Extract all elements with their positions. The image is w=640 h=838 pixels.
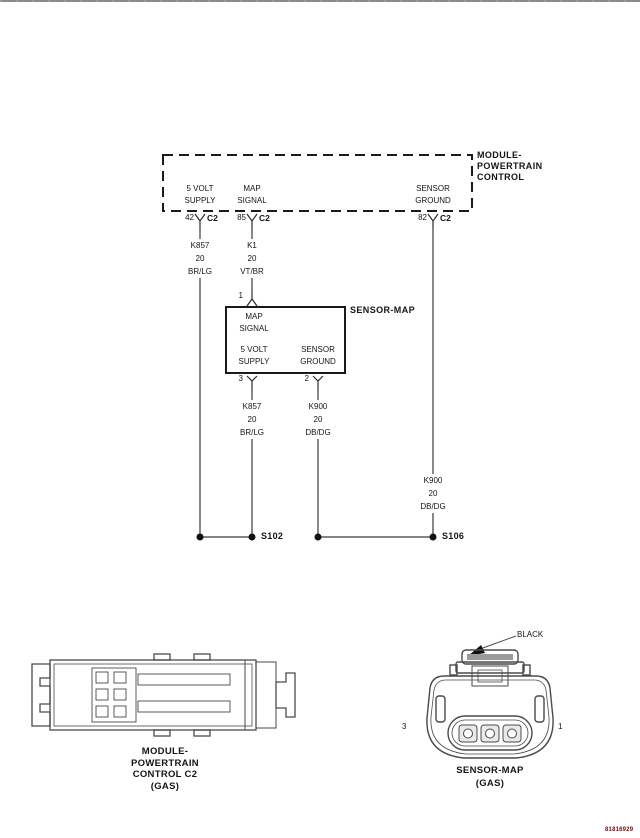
map-label-line: SENSOR-MAP [456,765,524,776]
sensor-fn-5volt: 5 VOLT SUPPLY [229,344,279,367]
module-fn-5volt: 5 VOLT SUPPLY [170,183,230,206]
fn-line: SUPPLY [184,195,216,205]
map-body-inner [430,679,550,755]
map-body-outer [426,675,554,759]
wire-label-k900-right: K900 20 DB/DG [408,474,458,513]
map-label-line: (GAS) [475,777,505,789]
wire-circuit: K1 [247,241,257,250]
fn-line: SIGNAL [237,195,267,205]
pcm-left-flange [31,663,51,727]
fn-line: SENSOR [301,345,335,354]
map-terminal-track [447,715,533,751]
sensor-pin-1: 1 [238,291,243,300]
wire-label-k857-top: K857 20 BR/LG [175,239,225,278]
wire-circuit: K900 [308,402,328,411]
module-name-line2: POWERTRAIN [477,161,543,171]
module-pin-82-connector: C2 [440,213,451,223]
fn-line: SENSOR [416,184,450,193]
wire-gauge: 20 [428,489,438,498]
pcm-label-line: POWERTRAIN [131,757,199,769]
module-name-line3: CONTROL [477,172,525,182]
fn-line: 5 VOLT [186,184,214,193]
connector-color-label: BLACK [517,630,544,639]
section-divider-dots [0,0,640,2]
map-cavity-3-label: 3 [402,722,407,731]
pcm-slot-upper [137,673,231,686]
pcm-label-line: (GAS) [150,780,180,792]
fn-line: SIGNAL [239,323,269,333]
wire-circuit: K857 [242,402,262,411]
wire-color: DB/DG [305,428,331,437]
wire-color: BR/LG [239,428,264,437]
fn-line: SUPPLY [238,356,270,366]
pcm-right-flange [275,672,296,718]
module-pin-85-connector: C2 [259,213,270,223]
wire-circuit: K857 [190,241,210,250]
module-name: MODULE- POWERTRAIN CONTROL [477,150,543,183]
module-pin-85: 85 [237,213,246,222]
pcm-body [49,659,257,731]
wire-gauge: 20 [247,415,257,424]
wire-gauge: 20 [313,415,323,424]
module-pin-42-connector: C2 [207,213,218,223]
module-name-line1: MODULE- [477,150,522,160]
wire-circuit: K900 [423,476,443,485]
wire-label-k857-bottom: K857 20 BR/LG [227,400,277,439]
splice-s106-label: S106 [442,531,465,541]
module-fn-sensor-ground: SENSOR GROUND [403,183,463,206]
sensor-name: SENSOR-MAP [350,305,416,315]
map-connector-drawing [426,635,554,759]
pcm-label-line: CONTROL C2 [132,769,198,780]
wire-color: VT/BR [240,267,264,276]
wire-gauge: 20 [195,254,205,263]
pcm-label-line: MODULE- [141,746,189,757]
diagram-id-code: 81816929 [605,827,634,833]
module-pin-82: 82 [418,213,427,222]
pcm-pin-block [91,667,137,723]
module-pin-42: 42 [185,213,194,222]
pcm-connector-drawing [31,653,296,737]
pcm-slot-lower [137,700,231,713]
sensor-fn-map-signal: MAP SIGNAL [229,311,279,334]
wire-label-k900-bottom: K900 20 DB/DG [293,400,343,439]
fn-line: GROUND [300,356,336,366]
map-cavity-1-label: 1 [558,722,563,731]
wire-gauge: 20 [247,254,257,263]
black-callout-line [479,635,517,650]
module-box [162,154,473,212]
fn-line: GROUND [415,195,451,205]
module-fn-map-signal: MAP SIGNAL [222,183,282,206]
map-connector-label: SENSOR-MAP (GAS) [430,765,550,790]
wire-label-k1: K1 20 VT/BR [227,239,277,278]
wire-color: DB/DG [420,502,446,511]
splice-s102-label: S102 [261,531,284,541]
pcm-connector-label: MODULE- POWERTRAIN CONTROL C2 (GAS) [95,746,235,792]
fn-line: MAP [243,184,261,193]
fn-line: MAP [245,312,263,321]
wire-color: BR/LG [187,267,212,276]
sensor-pin-2: 2 [304,374,309,383]
fn-line: 5 VOLT [240,345,268,354]
sensor-box [225,306,346,374]
schematic-artwork [162,154,473,541]
connector-fork-icons [194,213,439,390]
sensor-pin-3: 3 [238,374,243,383]
splice-dots [196,533,437,541]
sensor-fn-sensor-ground: SENSOR GROUND [293,344,343,367]
map-terminals [458,724,522,743]
